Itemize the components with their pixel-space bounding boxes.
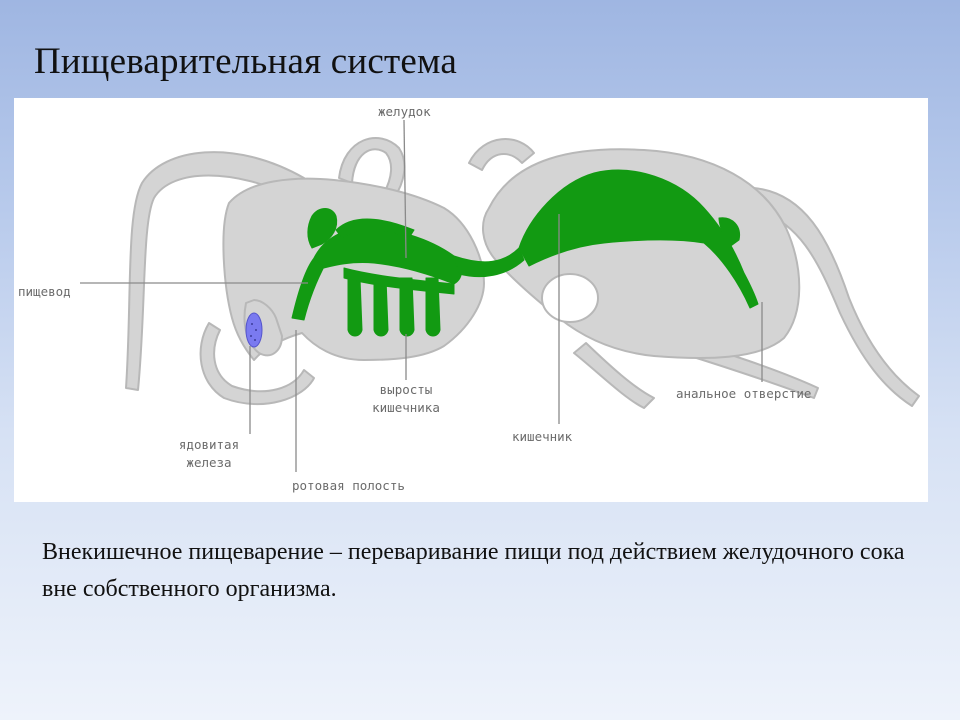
label-anal-opening: анальное отверстие [676,385,811,403]
label-intestine: кишечник [512,428,572,446]
outgrowth-2 [374,278,388,336]
label-venom-gland-line2: железа [164,454,254,472]
label-venom-gland-line1: ядовитая [164,436,254,454]
label-oral-cavity: ротовая полость [292,477,405,495]
label-intestinal-outgrowths-line2: кишечника [358,399,454,417]
label-intestinal-outgrowths-line1: выросты [358,381,454,399]
abdomen-hole [542,274,598,322]
caption-text: Внекишечное пищеварение – переваривание … [42,534,932,608]
venom-gland [246,313,262,347]
spider-illustration [14,98,928,502]
middle-leg-2 [469,139,534,170]
label-esophagus: пищевод [18,283,71,301]
slide-title: Пищеварительная система [34,40,457,83]
label-venom-gland: ядовитая железа [164,436,254,472]
label-stomach: желудок [378,103,431,121]
spider-digestive-diagram: желудок пищевод выросты кишечника ядовит… [14,98,928,502]
outgrowth [348,278,362,336]
spider-body [126,138,919,408]
label-intestinal-outgrowths: выросты кишечника [358,381,454,417]
